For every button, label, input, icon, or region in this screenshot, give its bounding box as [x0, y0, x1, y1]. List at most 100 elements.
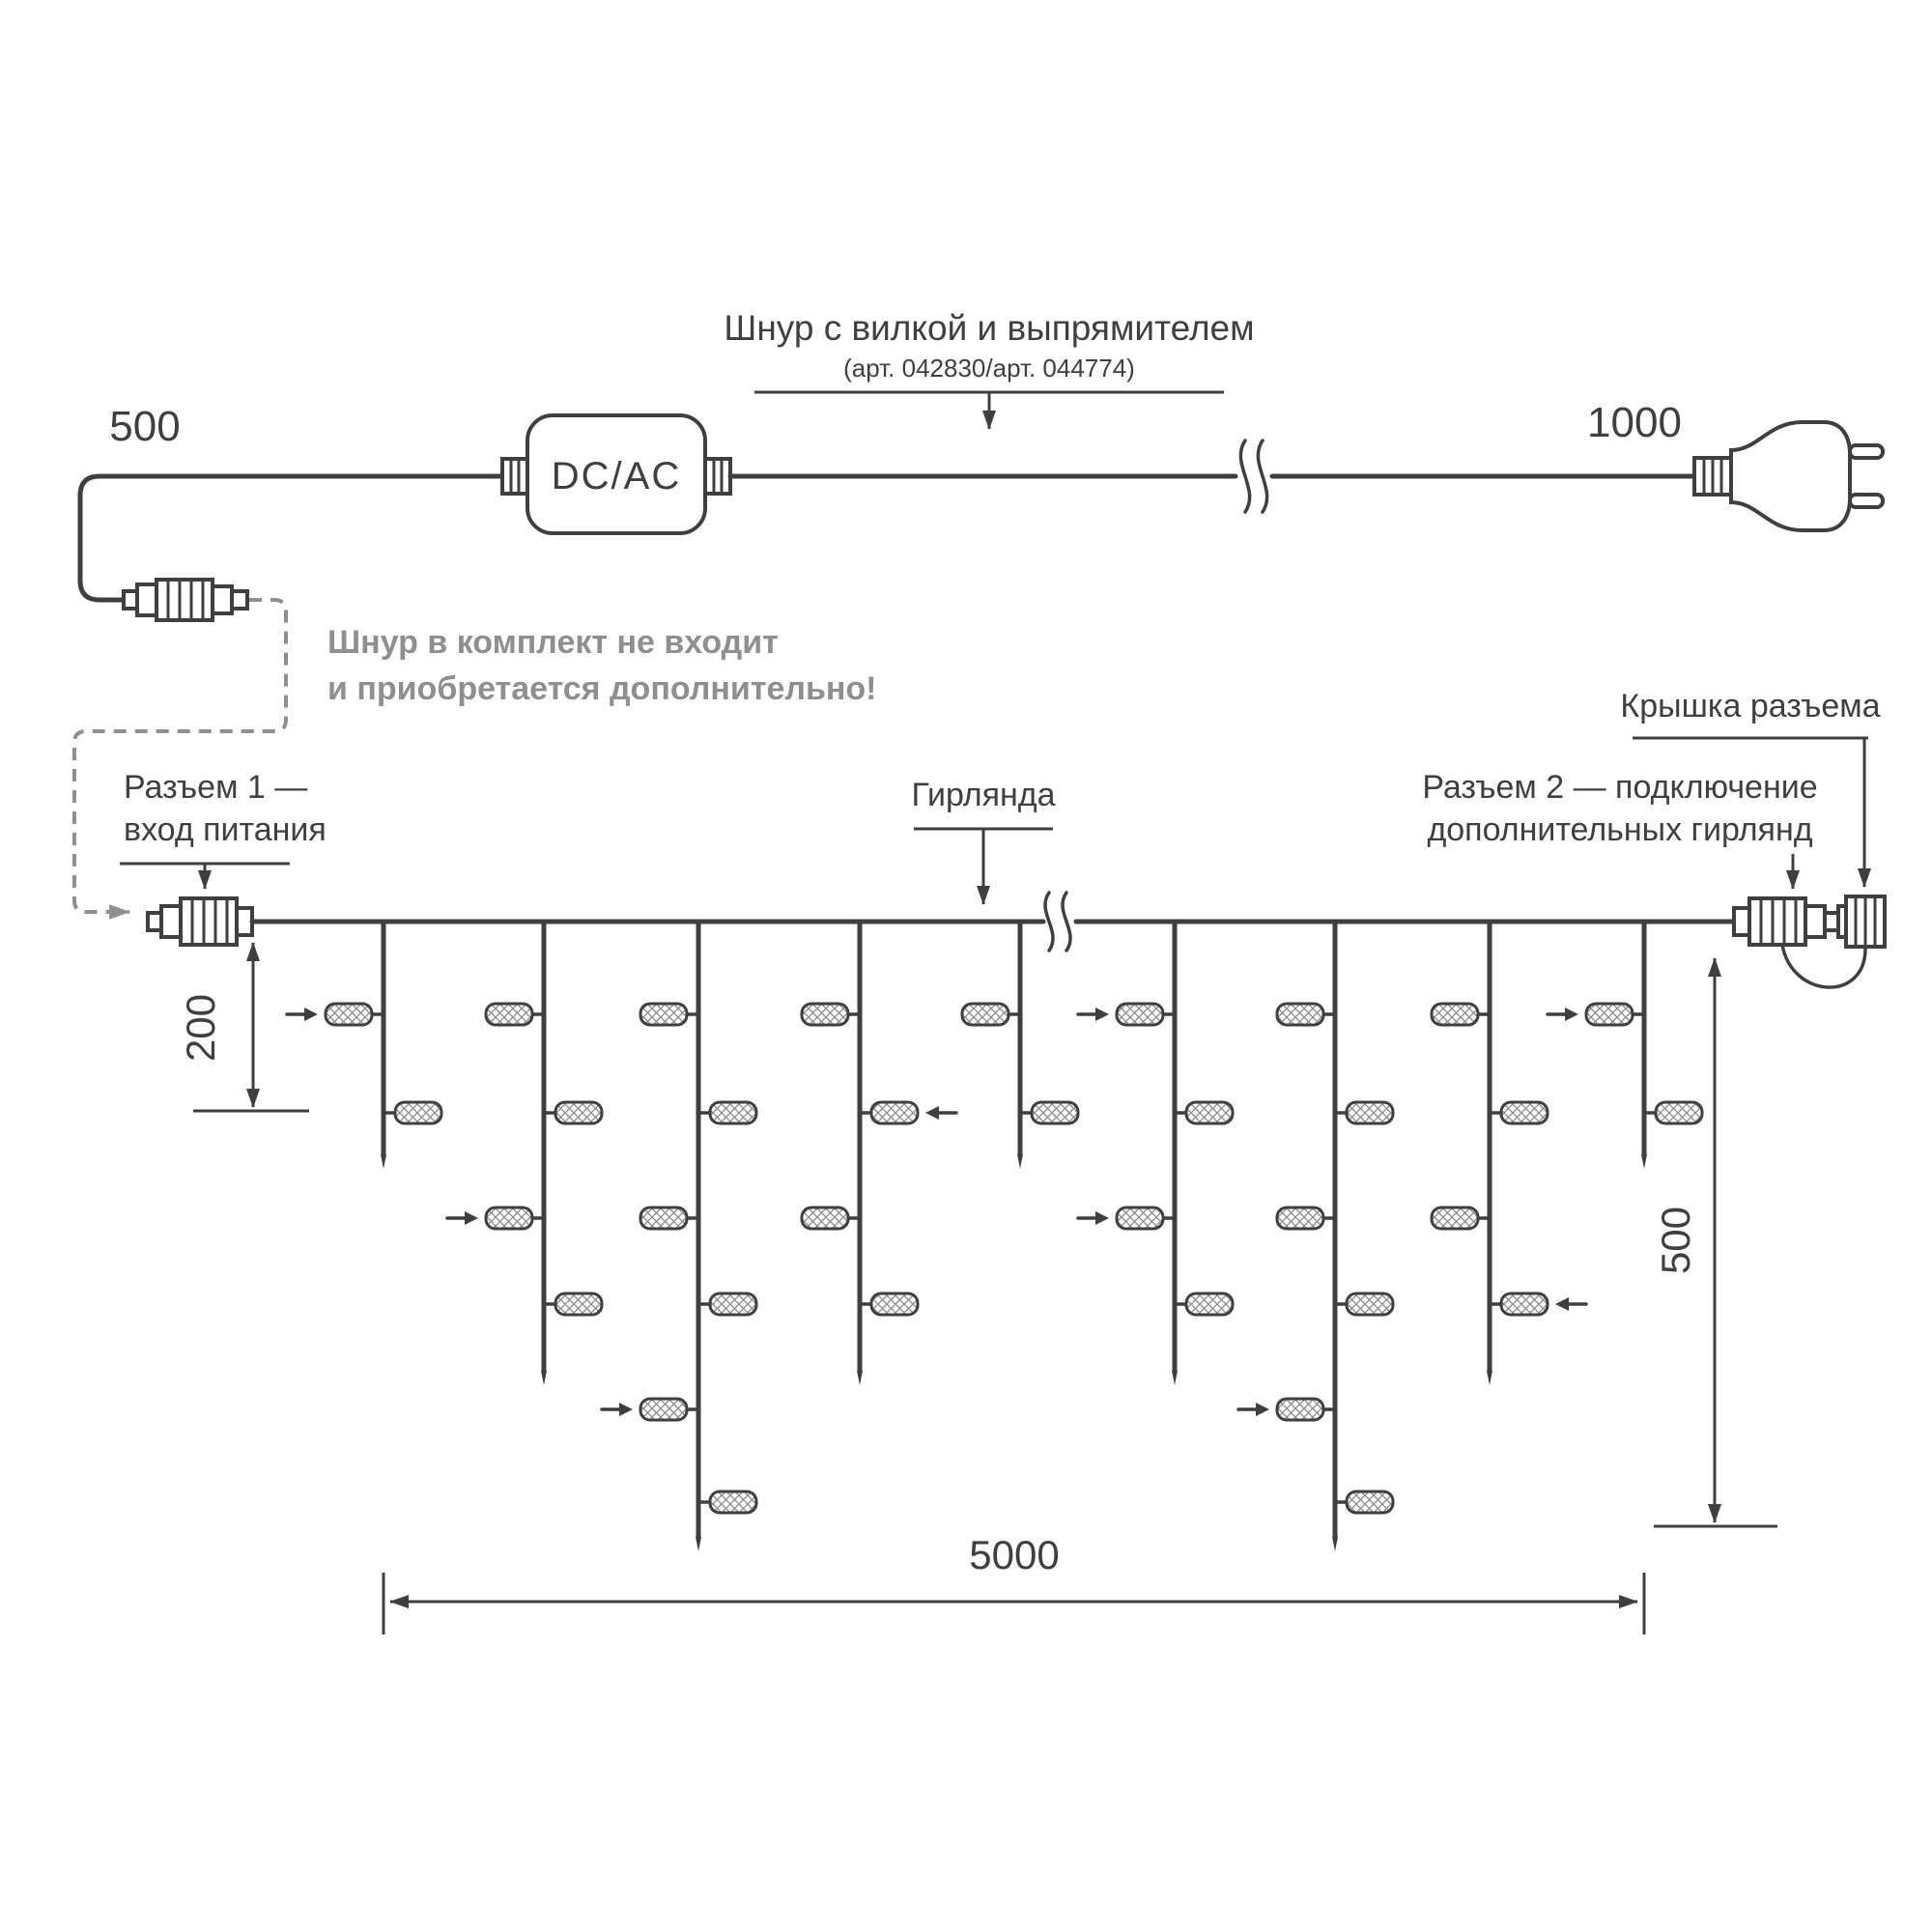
led-bulb: [1430, 1206, 1480, 1231]
dashed-connection-route: [72, 598, 288, 920]
connector1-label-line1: Разъем 1 —: [124, 769, 307, 806]
cap-label: Крышка разъема: [1620, 688, 1880, 724]
plug-pin-top: [1848, 443, 1885, 460]
bulb-direction-arrow: [1555, 1297, 1569, 1311]
cap-tether: [1780, 943, 1867, 989]
bulb-direction-arrow: [925, 1106, 939, 1120]
bulb-direction-arrow: [1095, 1211, 1109, 1225]
led-bulb: [1584, 1002, 1634, 1027]
cord-note-line1: Шнур в комплект не входит: [327, 624, 779, 661]
cord-articles-label: (арт. 042830/арт. 044774): [843, 354, 1135, 383]
cord-title-label: Шнур с вилкой и выпрямителем: [724, 308, 1254, 348]
led-bulb: [1499, 1100, 1549, 1125]
garland-break-symbol: [1043, 891, 1072, 952]
led-bulb: [1275, 1002, 1325, 1027]
led-bulb: [1345, 1100, 1395, 1125]
cord-note-line2: и приобретается дополнительно!: [327, 670, 877, 707]
led-bulb: [324, 1002, 374, 1027]
led-bulb: [869, 1292, 920, 1317]
dim-5000-label: 5000: [969, 1532, 1059, 1577]
garland-assembly: [146, 891, 1887, 1551]
dcac-label: DC/AC: [552, 455, 681, 497]
drop-tip: [1641, 1154, 1647, 1169]
garland-drop: [600, 919, 758, 1551]
callout-labels: Разъем 1 — вход питания Гирлянда Разъем …: [120, 688, 1881, 905]
cord-dim-500-label: 500: [109, 403, 180, 450]
plug-pin-bottom: [1848, 493, 1885, 509]
led-bulb: [1430, 1002, 1480, 1027]
led-bulb: [708, 1292, 758, 1317]
led-bulb: [708, 1490, 758, 1515]
led-bulb: [484, 1206, 534, 1231]
dcac-left-nub: [500, 457, 529, 496]
garland-label: Гирлянда: [911, 777, 1055, 813]
garland-drop: [1076, 919, 1235, 1385]
drop-tip: [381, 1154, 386, 1169]
dim-500-label: 500: [1653, 1207, 1698, 1274]
led-bulb: [869, 1100, 920, 1125]
led-bulb: [393, 1100, 443, 1125]
euro-plug: [1692, 420, 1885, 532]
led-bulb: [639, 1397, 689, 1422]
dim-200-label: 200: [178, 994, 223, 1062]
dimension-5000: 5000: [382, 1532, 1646, 1634]
bulb-direction-arrow: [465, 1211, 478, 1225]
led-bulb: [708, 1100, 758, 1125]
dcac-converter: DC/AC: [500, 413, 732, 535]
connector2-label-line1: Разъем 2 — подключение: [1422, 769, 1817, 806]
bulb-direction-arrow: [1095, 1008, 1109, 1021]
garland-drop: [1430, 919, 1588, 1385]
led-bulb: [1030, 1100, 1080, 1125]
led-bulb: [1654, 1100, 1704, 1125]
led-bulb: [1184, 1292, 1235, 1317]
dimension-200: 200: [178, 942, 309, 1113]
garland-drop: [800, 919, 958, 1385]
drop-tip: [541, 1371, 547, 1385]
cord-break-symbol: [1238, 439, 1269, 514]
connector-1: [146, 896, 254, 947]
bulb-direction-arrow: [1256, 1403, 1269, 1416]
led-bulb: [1275, 1397, 1325, 1422]
connector1-label-line2: вход питания: [124, 811, 327, 848]
led-bulb: [554, 1100, 604, 1125]
led-bulb: [639, 1206, 689, 1231]
garland-drop: [285, 919, 443, 1169]
led-bulb: [1345, 1490, 1395, 1515]
drop-tip: [696, 1537, 701, 1551]
garland-drop: [1546, 919, 1704, 1169]
led-bulb: [1275, 1206, 1325, 1231]
cord-output-connector: [122, 578, 249, 622]
dimensions: 200 500 5000: [178, 942, 1777, 1634]
connector2-label-line2: дополнительных гирлянд: [1427, 811, 1812, 848]
cord-wire-left: [77, 473, 515, 603]
led-bulb: [484, 1002, 534, 1027]
cord-dim-1000-label: 1000: [1587, 399, 1682, 446]
bulb-direction-arrow: [619, 1403, 633, 1416]
drops-group: [285, 919, 1704, 1551]
dimension-500: 500: [1653, 957, 1777, 1528]
garland-drop: [960, 919, 1080, 1169]
drop-tip: [1487, 1371, 1492, 1385]
garland-drop: [1236, 919, 1395, 1551]
dcac-right-nub: [703, 457, 732, 496]
drop-tip: [857, 1371, 863, 1385]
connector2-callout: Разъем 2 — подключение дополнительных ги…: [1422, 769, 1818, 890]
cap-callout: Крышка разъема: [1620, 688, 1881, 888]
power-cord-assembly: 500 1000 Шнур с вилкой и выпрямителем (а…: [72, 308, 1885, 920]
bulb-direction-arrow: [304, 1008, 318, 1021]
connector-cap: [1780, 895, 1887, 989]
drop-tip: [1017, 1154, 1023, 1169]
led-bulb: [1345, 1292, 1395, 1317]
led-bulb: [800, 1002, 850, 1027]
connector1-callout: Разъем 1 — вход питания: [120, 769, 327, 890]
led-bulb: [1115, 1002, 1165, 1027]
bulb-direction-arrow: [1565, 1008, 1578, 1021]
led-bulb: [554, 1292, 604, 1317]
garland-callout: Гирлянда: [911, 777, 1056, 905]
led-bulb: [960, 1002, 1010, 1027]
drop-tip: [1332, 1537, 1338, 1551]
plug-body: [1729, 420, 1852, 532]
led-bulb: [1184, 1100, 1235, 1125]
